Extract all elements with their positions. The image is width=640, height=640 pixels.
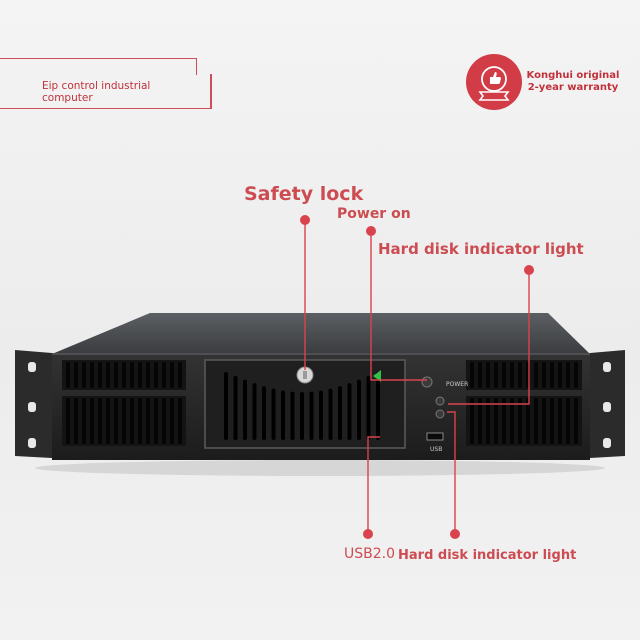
front-vent-right: [466, 360, 582, 446]
hdd-led-2: [435, 409, 445, 419]
product-title: Eip control industrial computer: [42, 80, 151, 104]
power-on-label: Power on: [337, 206, 411, 222]
usb-label: USB2.0: [344, 546, 396, 562]
chassis-top: [52, 313, 590, 354]
title-frame-top: [0, 58, 197, 75]
callout-dots: [300, 215, 534, 539]
thumbs-up-seal-icon: [478, 66, 510, 101]
power-led: [373, 370, 381, 382]
callout-lines: [304, 220, 530, 534]
usb-port: [426, 432, 444, 441]
title-frame: [0, 74, 212, 109]
rack-ear-left: [15, 350, 52, 458]
power-button: [421, 376, 433, 388]
safety-lock-label: Safety lock: [244, 183, 364, 205]
warranty-seal: [466, 54, 522, 110]
usb-panel-label: USB: [430, 446, 442, 453]
hdd-led-1: [435, 396, 445, 406]
hdd-indicator-label: Hard disk indicator light: [378, 240, 584, 258]
warranty-text: Konghui original 2-year warranty: [526, 70, 620, 93]
rack-ear-right: [590, 350, 625, 458]
hdd-indicator-label-bottom: Hard disk indicator light: [398, 548, 577, 563]
power-panel-label: POWER: [446, 381, 468, 388]
